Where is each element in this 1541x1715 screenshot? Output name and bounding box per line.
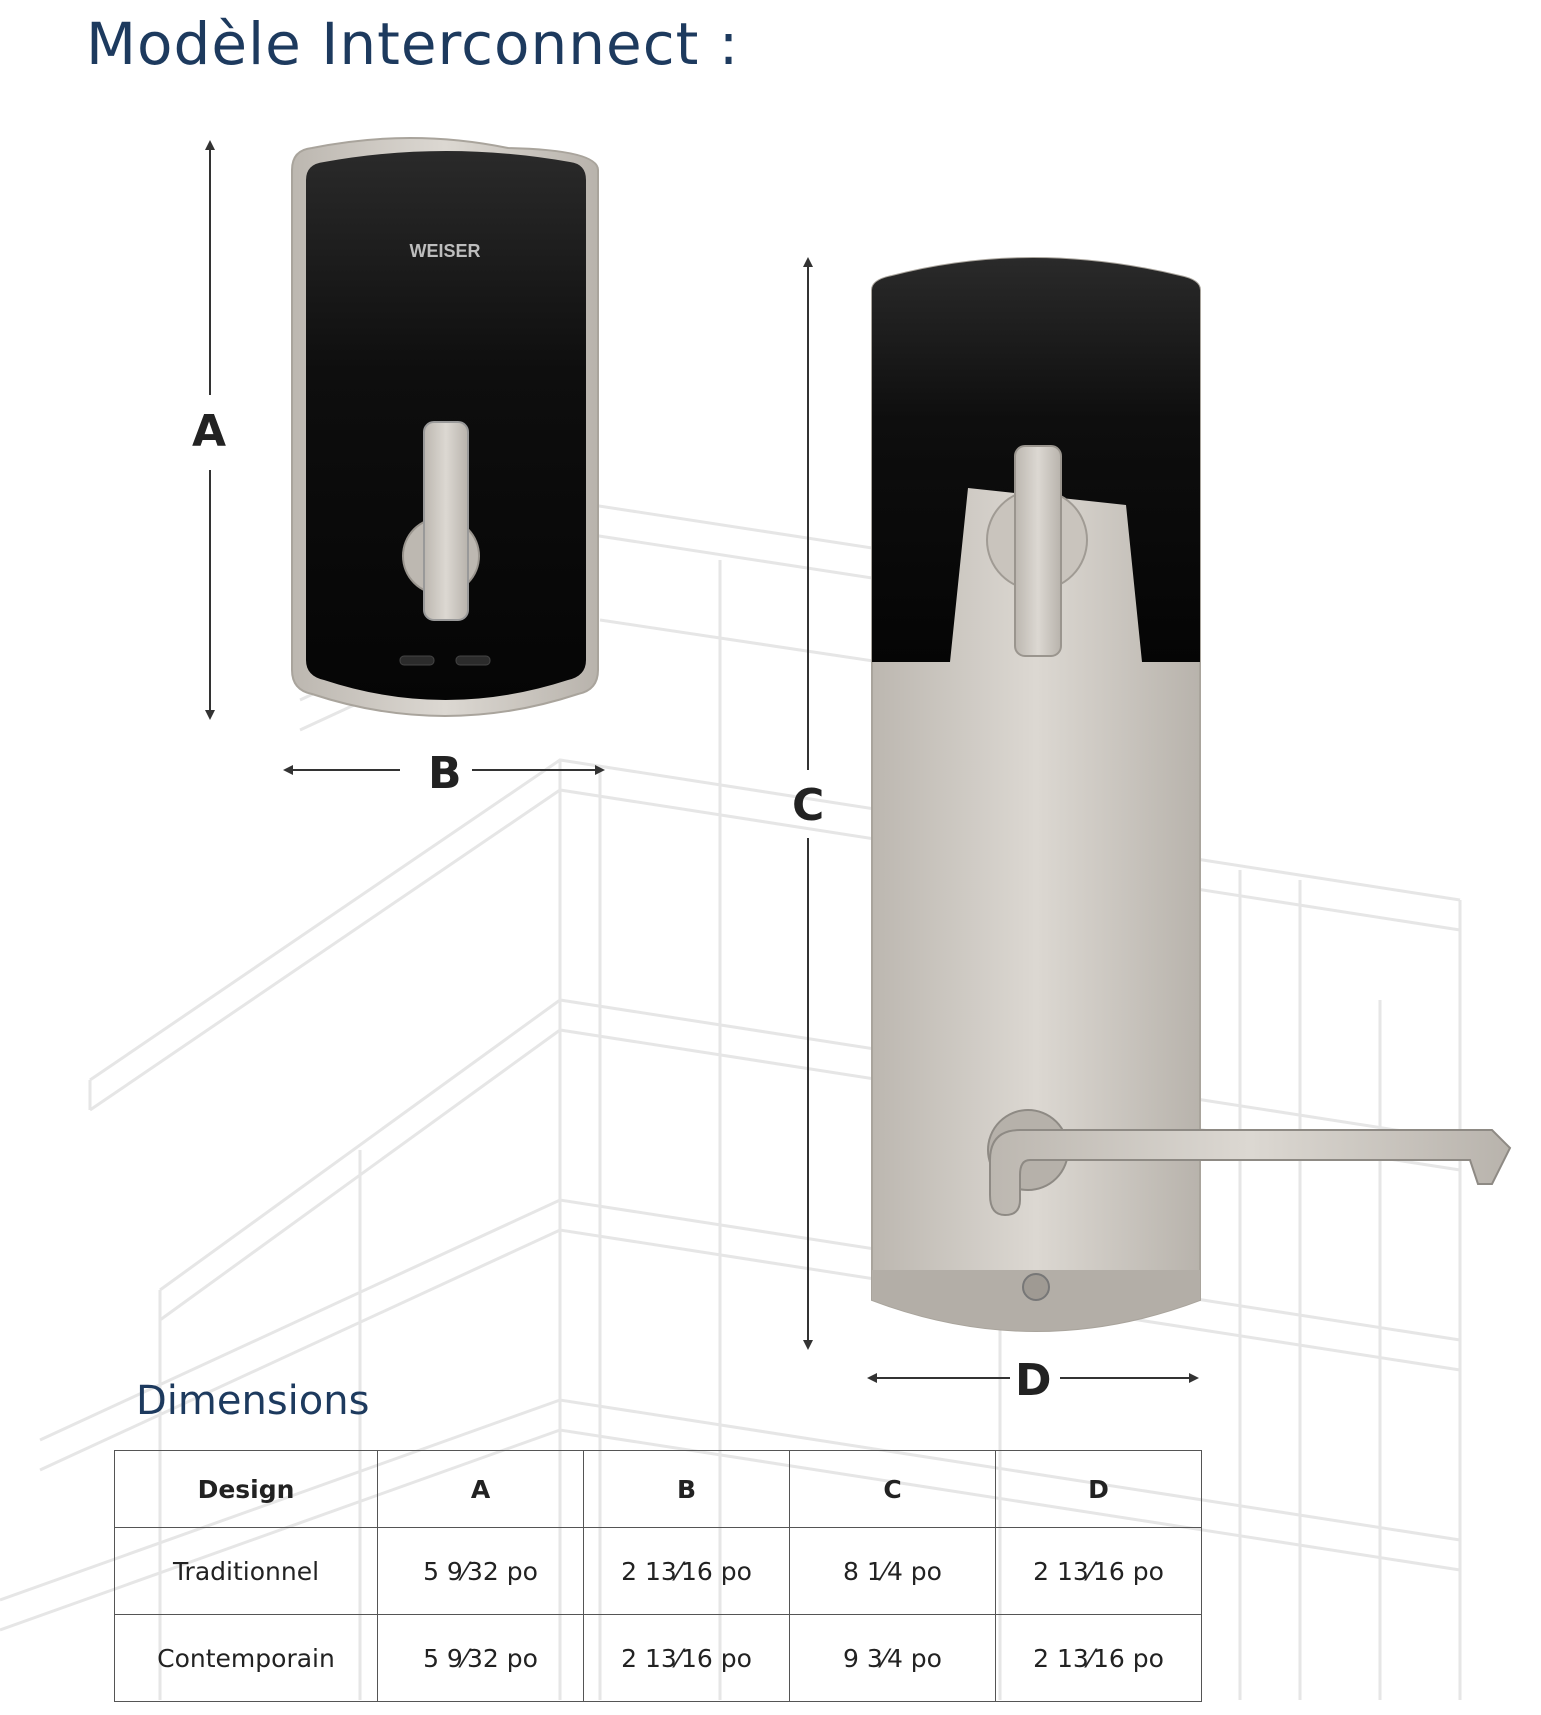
dimension-cell: 2 13⁄16 po: [995, 1527, 1202, 1615]
deadbolt-front-view: WEISER: [291, 137, 599, 717]
lever-lock-front-view: [871, 257, 1512, 1332]
status-light-left: [399, 655, 435, 666]
dimensions-table: Design A B C D Traditionnel 5 9⁄32 po 2 …: [114, 1450, 1202, 1702]
column-header-a: A: [377, 1450, 584, 1528]
deadbolt-thumbturn: [423, 421, 469, 621]
design-name-cell: Traditionnel: [114, 1527, 378, 1615]
dimension-cell: 2 13⁄16 po: [583, 1614, 790, 1702]
dimension-b-label: B: [428, 748, 462, 799]
weiser-logo: WEISER: [409, 241, 480, 261]
dimension-c-label: C: [792, 780, 825, 831]
dimension-cell: 8 1⁄4 po: [789, 1527, 996, 1615]
screw-icon: [1022, 1273, 1050, 1301]
design-name-cell: Contemporain: [114, 1614, 378, 1702]
column-header-d: D: [995, 1450, 1202, 1528]
lever-handle: [989, 1129, 1512, 1217]
dimension-cell: 9 3⁄4 po: [789, 1614, 996, 1702]
column-header-design: Design: [114, 1450, 378, 1528]
table-row: Contemporain 5 9⁄32 po 2 13⁄16 po 9 3⁄4 …: [114, 1614, 1202, 1702]
lever-thumbturn: [1014, 445, 1062, 657]
table-header-row: Design A B C D: [114, 1450, 1202, 1528]
status-light-right: [455, 655, 491, 666]
dimension-cell: 5 9⁄32 po: [377, 1614, 584, 1702]
dimension-d-label: D: [1015, 1355, 1052, 1406]
dimensions-heading: Dimensions: [136, 1378, 370, 1424]
table-row: Traditionnel 5 9⁄32 po 2 13⁄16 po 8 1⁄4 …: [114, 1527, 1202, 1615]
column-header-c: C: [789, 1450, 996, 1528]
column-header-b: B: [583, 1450, 790, 1528]
dimension-a-label: A: [192, 406, 227, 457]
dimension-cell: 2 13⁄16 po: [995, 1614, 1202, 1702]
dimension-cell: 5 9⁄32 po: [377, 1527, 584, 1615]
dimension-cell: 2 13⁄16 po: [583, 1527, 790, 1615]
page-title: Modèle Interconnect :: [86, 10, 740, 78]
